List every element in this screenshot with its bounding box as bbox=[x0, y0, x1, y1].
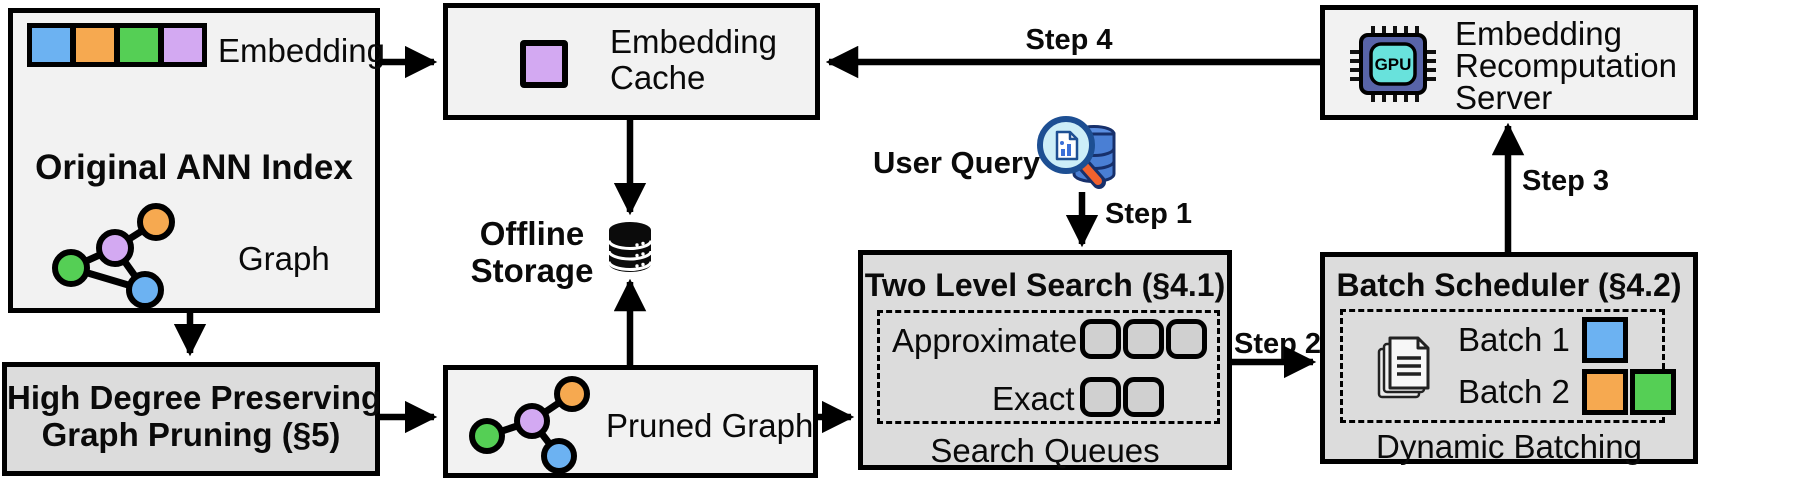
blue-cell bbox=[32, 28, 70, 62]
two-level-search-box: Two Level Search (§4.1) Approximate Exac… bbox=[858, 250, 1232, 470]
database-icon bbox=[607, 222, 653, 272]
step2-label: Step 2 bbox=[1234, 328, 1322, 360]
step4-label: Step 4 bbox=[1025, 24, 1113, 56]
embedding-label: Embedding bbox=[218, 32, 385, 69]
search-queues-panel: Approximate Exact bbox=[877, 310, 1220, 424]
query-search-icon bbox=[1037, 116, 1116, 189]
pruned-graph-box: Pruned Graph bbox=[443, 365, 818, 478]
original-ann-index-box: Embedding Original ANN Index Graph bbox=[8, 8, 385, 313]
purple-cell bbox=[164, 28, 202, 62]
queue-cell bbox=[1123, 319, 1164, 359]
graph-pruning-box: High Degree Preserving Graph Pruning (§5… bbox=[2, 362, 382, 476]
recomputation-server-box: GPU Embedding Recomputation Server bbox=[1320, 5, 1698, 120]
pruned-graph-label: Pruned Graph bbox=[606, 407, 814, 444]
batch2-cells bbox=[1581, 369, 1676, 415]
step3-label: Step 3 bbox=[1522, 165, 1610, 197]
server-title-line2: Recomputation bbox=[1455, 47, 1677, 84]
embedding-cache-title-line1: Embedding bbox=[610, 23, 777, 60]
exact-label: Exact bbox=[992, 380, 1075, 417]
pruned-graph-icon bbox=[469, 376, 590, 474]
orange-cell bbox=[1581, 369, 1628, 415]
batch1-label: Batch 1 bbox=[1458, 321, 1570, 358]
queue-cell bbox=[1080, 377, 1121, 417]
green-cell bbox=[120, 28, 158, 62]
batch2-label: Batch 2 bbox=[1458, 373, 1570, 410]
two-level-search-title: Two Level Search (§4.1) bbox=[864, 267, 1226, 303]
queue-cell bbox=[1123, 377, 1164, 417]
offline-storage-line2: Storage bbox=[470, 252, 594, 289]
gpu-icon: GPU bbox=[1350, 26, 1436, 102]
graph-label: Graph bbox=[238, 240, 330, 277]
dynamic-batching-footer: Dynamic Batching bbox=[1376, 428, 1642, 465]
orange-cell bbox=[76, 28, 114, 62]
batch-scheduler-title: Batch Scheduler (§4.2) bbox=[1336, 267, 1682, 303]
embedding-vector-icon bbox=[27, 23, 207, 67]
user-query-label: User Query bbox=[873, 145, 1041, 180]
batch2-row: Batch 2 bbox=[1458, 369, 1676, 415]
embedding-cache-title-line2: Cache bbox=[610, 59, 706, 96]
dynamic-batching-panel bbox=[1340, 309, 1665, 423]
search-queues-footer: Search Queues bbox=[930, 432, 1160, 469]
embedding-cache-box: Embedding Cache bbox=[443, 3, 820, 120]
approximate-queues bbox=[1080, 319, 1207, 359]
graph-icon bbox=[52, 203, 175, 309]
cached-embedding-icon bbox=[520, 40, 568, 88]
gpu-text: GPU bbox=[1375, 55, 1412, 74]
blue-cell bbox=[1581, 317, 1628, 363]
batch1-cells bbox=[1581, 317, 1628, 363]
graph-pruning-title-line1: High Degree Preserving bbox=[7, 379, 382, 416]
batch1-row: Batch 1 bbox=[1458, 317, 1628, 363]
batch-scheduler-box: Batch Scheduler (§4.2) Batch 1 Batch 2 D… bbox=[1320, 252, 1698, 465]
offline-storage-line1: Offline bbox=[479, 215, 585, 252]
ann-index-title: Original ANN Index bbox=[35, 148, 353, 187]
step1-label: Step 1 bbox=[1105, 198, 1193, 230]
offline-storage-label: Offline Storage bbox=[452, 215, 612, 289]
queue-cell bbox=[1080, 319, 1121, 359]
exact-queues bbox=[1080, 377, 1164, 417]
server-title-line3: Server bbox=[1455, 79, 1553, 116]
approximate-label: Approximate bbox=[892, 322, 1078, 359]
documents-icon bbox=[1377, 336, 1430, 399]
green-cell bbox=[1629, 369, 1676, 415]
server-title-line1: Embedding bbox=[1455, 15, 1622, 52]
graph-pruning-title-line2: Graph Pruning (§5) bbox=[41, 416, 341, 453]
queue-cell bbox=[1166, 319, 1207, 359]
